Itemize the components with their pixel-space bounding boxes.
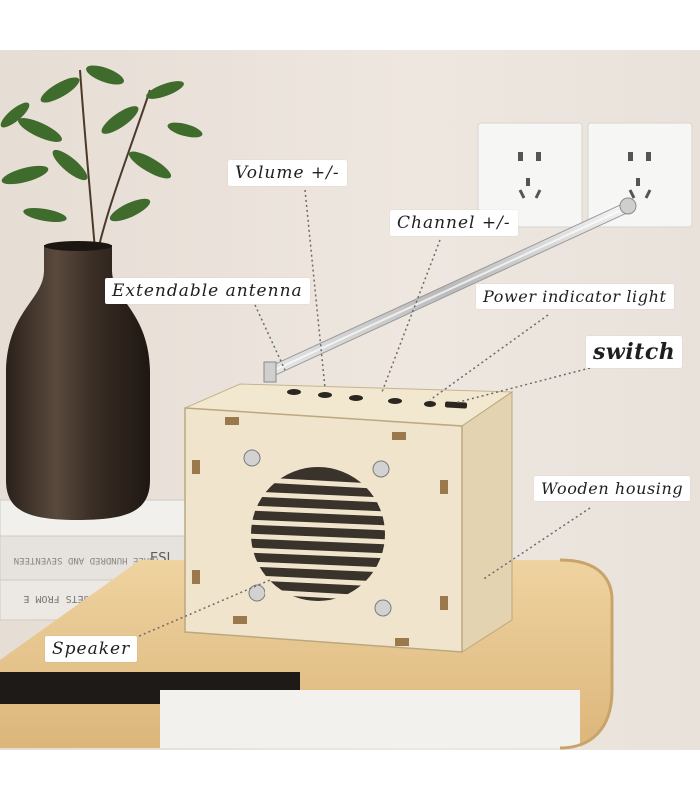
label-wooden-housing: Wooden housing <box>534 476 691 501</box>
antenna <box>263 197 637 383</box>
radio-top-controls <box>287 389 468 409</box>
label-extendable-antenna: Extendable antenna <box>105 278 310 304</box>
plant-leaves <box>0 65 203 251</box>
book-spine-text-1: THREE HUNDRED AND SEVENTEEN <box>14 555 160 565</box>
wall-sockets <box>477 122 693 228</box>
label-channel: Channel +/- <box>390 210 518 236</box>
callout-leader-lines <box>129 189 591 641</box>
label-power-indicator-light: Power indicator light <box>476 284 674 309</box>
vase <box>6 245 150 520</box>
label-volume: Volume +/- <box>228 160 347 186</box>
label-speaker: Speaker <box>45 636 138 662</box>
speaker-grille <box>244 461 392 607</box>
label-switch: switch <box>586 336 683 368</box>
radio-side-panel <box>461 391 513 653</box>
